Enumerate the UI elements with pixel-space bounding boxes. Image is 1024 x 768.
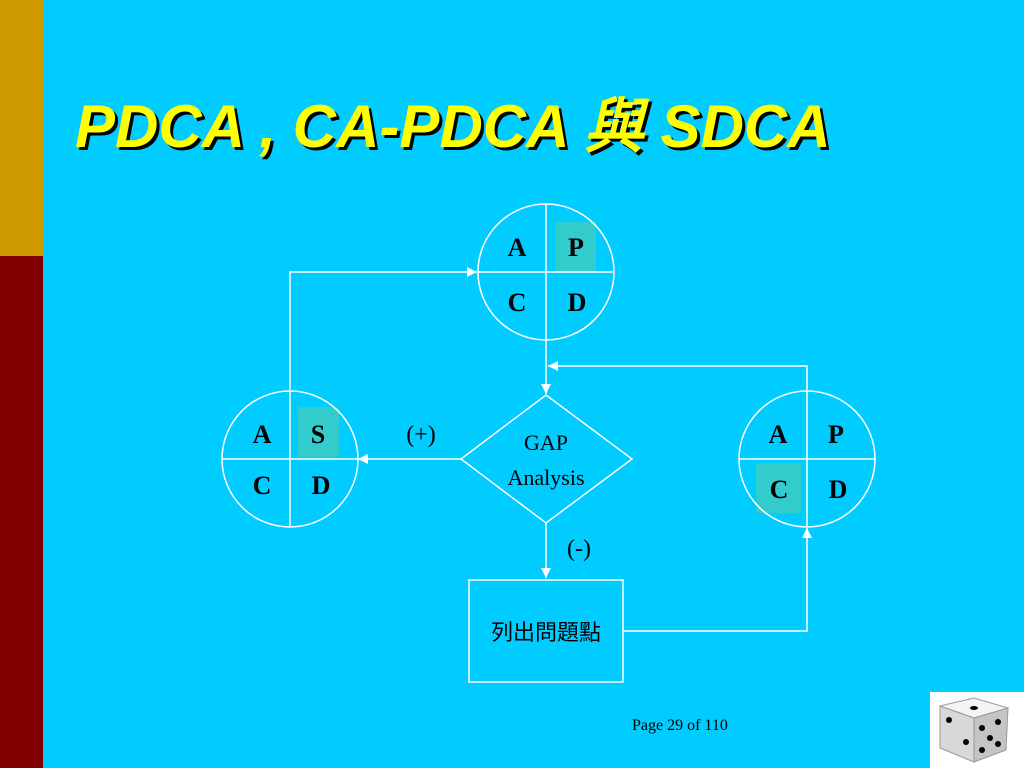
decision-label-line2: Analysis bbox=[508, 465, 585, 490]
arrow-right-to-center bbox=[548, 361, 808, 390]
decision-diamond bbox=[459, 394, 634, 524]
arrow-left-to-top bbox=[289, 267, 477, 390]
left-sdca-cycle: A S C D bbox=[221, 390, 359, 528]
decision-label-line1: GAP bbox=[524, 430, 568, 455]
right-cycle-c: C bbox=[770, 475, 789, 504]
top-cycle-d: D bbox=[568, 288, 587, 317]
sidebar-red-bar bbox=[0, 256, 43, 768]
minus-label: (-) bbox=[567, 536, 591, 562]
sidebar-gold-bar bbox=[0, 0, 43, 256]
right-cycle-p: P bbox=[828, 420, 844, 449]
top-p-highlight bbox=[555, 222, 596, 272]
left-cycle-c: C bbox=[253, 471, 272, 500]
left-cycle-d: D bbox=[312, 471, 331, 500]
right-cycle-d: D bbox=[829, 475, 848, 504]
gap-analysis-decision: GAP Analysis bbox=[459, 394, 634, 524]
top-cycle-p: P bbox=[568, 233, 584, 262]
connectors bbox=[289, 267, 812, 632]
left-cycle-s: S bbox=[311, 420, 325, 449]
right-pdca-cycle: A P C D bbox=[738, 390, 876, 528]
problem-list-box: 列出問題點 bbox=[468, 579, 624, 683]
top-pdca-cycle: A P C D bbox=[477, 203, 615, 341]
slide-title: PDCA , CA-PDCA 與 SDCA bbox=[75, 93, 831, 160]
right-c-highlight bbox=[756, 463, 801, 513]
arrow-box-to-right bbox=[623, 528, 812, 632]
page-number: Page 29 of 110 bbox=[632, 717, 728, 734]
left-cycle-a: A bbox=[253, 420, 272, 449]
top-cycle-a: A bbox=[508, 233, 527, 262]
left-s-highlight bbox=[298, 407, 339, 457]
problem-box-label: 列出問題點 bbox=[491, 620, 601, 645]
problem-box-frame bbox=[468, 579, 624, 683]
right-cycle-a: A bbox=[769, 420, 788, 449]
top-cycle-c: C bbox=[508, 288, 527, 317]
dice-icon bbox=[930, 692, 1024, 768]
plus-label: (+) bbox=[406, 422, 436, 448]
